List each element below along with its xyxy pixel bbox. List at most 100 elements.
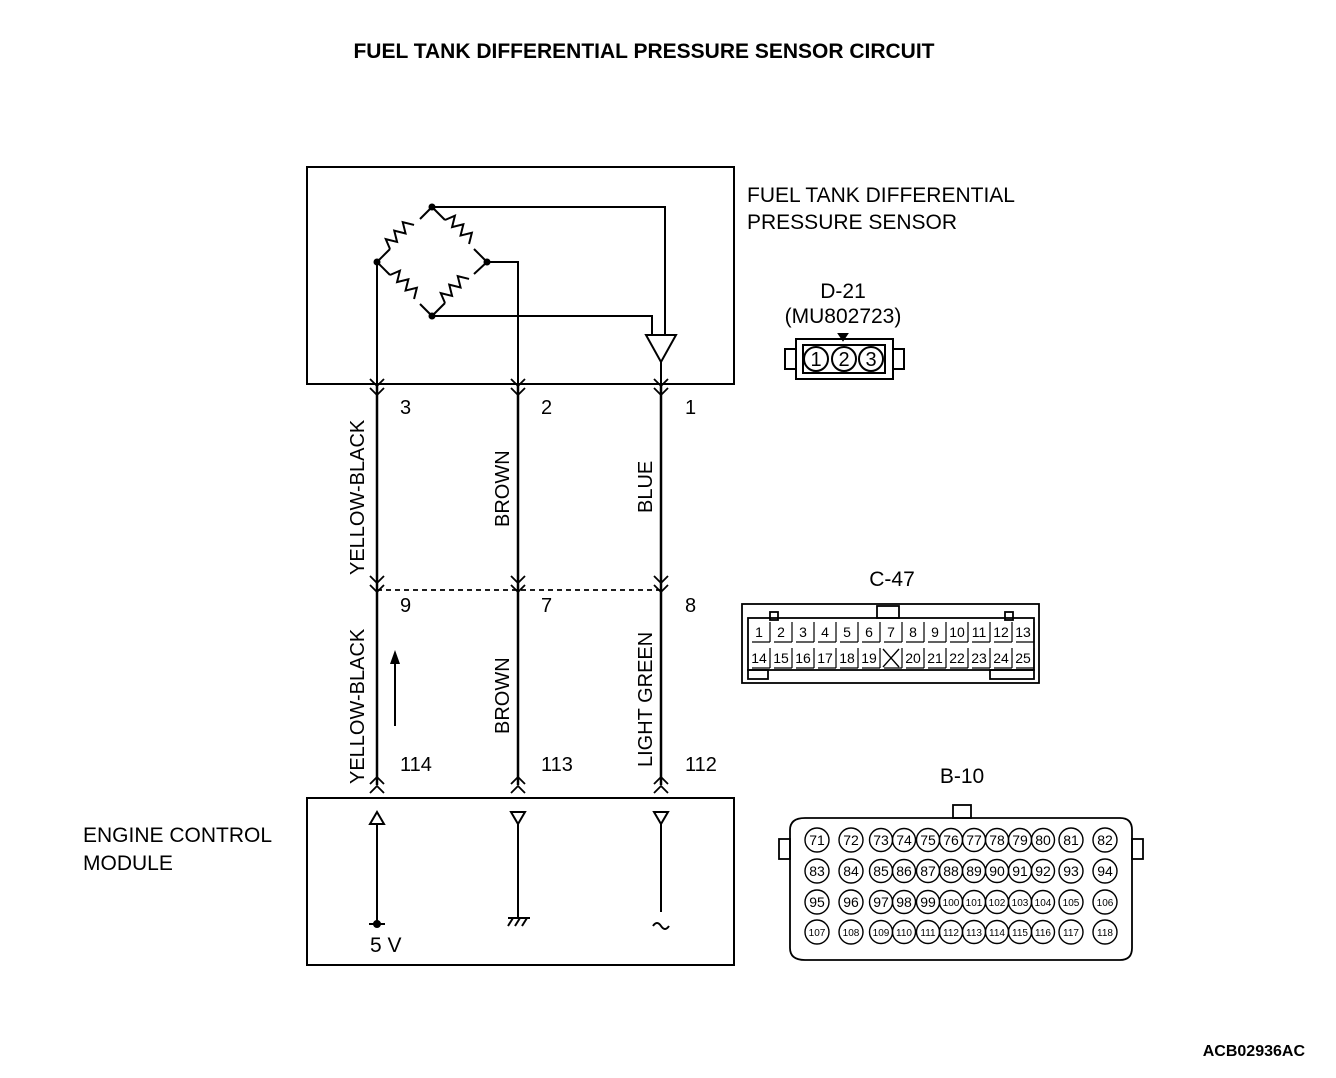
c47-pin: 24 (993, 648, 1013, 669)
b10-pin-label: 118 (1097, 928, 1113, 939)
signal-tilde-icon (652, 922, 670, 930)
b10-pin: 78 (984, 827, 1010, 853)
sensor-label-line2: PRESSURE SENSOR (747, 211, 957, 234)
b10-pin: 95 (804, 889, 830, 915)
b10-pin: 77 (961, 827, 987, 853)
c47-pin: 13 (1015, 622, 1035, 643)
wire-color-upper-1: YELLOW-BLACK (347, 419, 369, 575)
connector-d21: D-21 (MU802723) 1 2 3 (784, 280, 905, 380)
c47-pin: 15 (773, 648, 793, 669)
b10-pin-label: 88 (943, 863, 959, 879)
wire-color-lower-1: YELLOW-BLACK (347, 628, 369, 784)
b10-pin-label: 82 (1097, 832, 1113, 848)
c47-pin-label: 22 (949, 650, 965, 666)
c47-pin-label: 8 (909, 624, 917, 640)
b10-pin-label: 87 (920, 863, 936, 879)
b10-pin-label: 93 (1063, 863, 1079, 879)
ecm-pin-112: 112 (685, 754, 717, 776)
c47-pin-label: 15 (773, 650, 789, 666)
c47-pin: 18 (839, 648, 859, 669)
b10-pin: 117 (1058, 919, 1084, 945)
ecm-box (306, 797, 735, 966)
b10-pin-label: 103 (1012, 898, 1029, 909)
c47-pin-label: 18 (839, 650, 855, 666)
c47-pin-label: 23 (971, 650, 987, 666)
b10-pin: 89 (961, 858, 987, 884)
b10-pin: 98 (891, 889, 917, 915)
b10-pin: 73 (868, 827, 894, 853)
b10-pin: 100 (938, 889, 964, 915)
b10-pin-label: 114 (989, 928, 1005, 939)
b10-pin: 103 (1007, 889, 1033, 915)
c47-pin: 10 (949, 622, 969, 643)
lower-wires (369, 590, 669, 794)
c47-pin: 12 (993, 622, 1013, 643)
c47-pin-label: 1 (755, 624, 763, 640)
b10-pin: 93 (1058, 858, 1084, 884)
sensor-unit (306, 166, 735, 385)
b10-pin: 86 (891, 858, 917, 884)
c47-pin-label: 3 (799, 624, 807, 640)
c47-pin: 23 (971, 648, 991, 669)
b10-pin: 114 (984, 919, 1010, 945)
c47-pin: 11 (972, 622, 991, 643)
b10-pin-label: 108 (843, 928, 860, 939)
c47-pin-label: 25 (1015, 650, 1031, 666)
b10-pin-label: 90 (989, 863, 1005, 879)
c47-pin-label: 24 (993, 650, 1009, 666)
c47-pin (882, 648, 903, 669)
amplifier-triangle (644, 334, 678, 365)
b10-pin-label: 89 (966, 863, 982, 879)
b10-pin-label: 117 (1063, 928, 1079, 939)
sensor-label-line1: FUEL TANK DIFFERENTIAL (747, 184, 1015, 207)
b10-pin: 104 (1030, 889, 1056, 915)
b10-pin-label: 115 (1012, 928, 1028, 939)
d21-pin-3: 3 (865, 349, 876, 371)
reference-code: ACB02936AC (1203, 1043, 1306, 1060)
c47-pin: 19 (861, 648, 881, 669)
c47-pin: 14 (751, 648, 771, 669)
b10-pin-label: 79 (1012, 832, 1028, 848)
b10-pin-label: 111 (920, 928, 936, 939)
b10-pin-label: 96 (843, 894, 859, 910)
c47-pin: 22 (949, 648, 969, 669)
d21-id: D-21 (820, 280, 866, 303)
c47-pin-label: 20 (905, 650, 921, 666)
input-triangle-114 (368, 810, 386, 825)
c47-pin-label: 10 (949, 624, 965, 640)
b10-pin: 101 (961, 889, 987, 915)
c47-pin: 9 (928, 622, 947, 643)
b10-pin-label: 99 (920, 894, 936, 910)
c47-pin: 25 (1015, 648, 1035, 669)
b10-id: B-10 (940, 765, 984, 788)
ecm-label-line1: ENGINE CONTROL (83, 824, 272, 847)
b10-pin-label: 80 (1035, 832, 1051, 848)
b10-pin-label: 72 (843, 832, 859, 848)
junction-pin-8: 8 (685, 595, 696, 617)
sensor-box (306, 166, 735, 385)
c47-pin-label: 17 (817, 650, 833, 666)
b10-pin: 80 (1030, 827, 1056, 853)
b10-pin: 82 (1092, 827, 1118, 853)
b10-pin-label: 84 (843, 863, 859, 879)
c47-pin: 5 (840, 622, 859, 643)
diagram-title: FUEL TANK DIFFERENTIAL PRESSURE SENSOR C… (353, 40, 934, 63)
c47-pin: 7 (884, 622, 903, 643)
c47-pin-label: 5 (843, 624, 851, 640)
b10-pin: 107 (804, 919, 830, 945)
b10-pin: 72 (838, 827, 864, 853)
b10-pin-label: 91 (1012, 863, 1028, 879)
input-triangle-112 (652, 811, 670, 826)
b10-pin: 109 (868, 919, 894, 945)
sensor-pin-2: 2 (541, 397, 552, 419)
b10-pin: 102 (984, 889, 1010, 915)
c47-pin-label: 7 (887, 624, 895, 640)
upper-wires (369, 378, 669, 594)
b10-pin-label: 101 (966, 898, 983, 909)
wire-color-upper-3: BLUE (635, 461, 657, 513)
b10-pin: 71 (804, 827, 830, 853)
b10-pin: 85 (868, 858, 894, 884)
b10-pin-label: 112 (943, 928, 959, 939)
